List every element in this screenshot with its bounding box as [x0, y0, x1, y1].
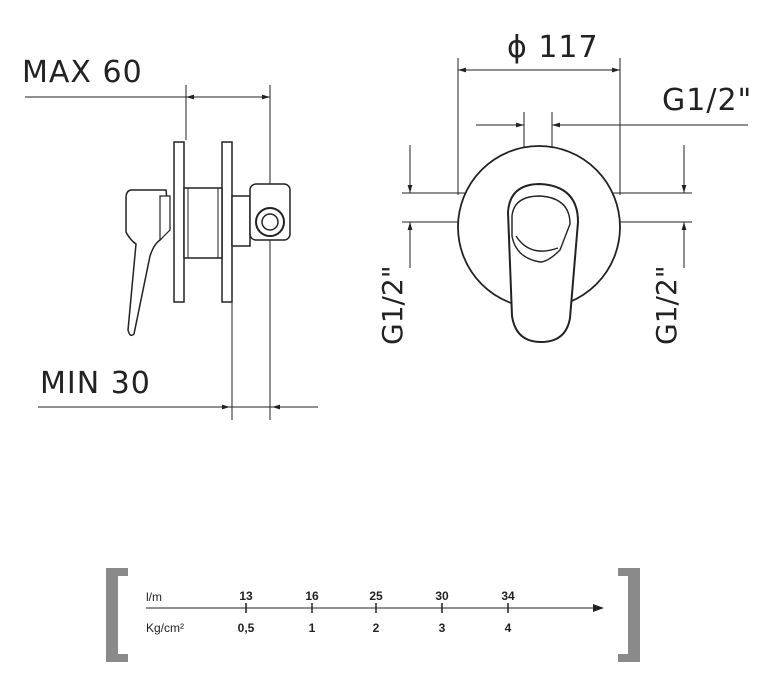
- scale-axis-arrow: [593, 604, 604, 612]
- flow-value: 30: [435, 589, 449, 603]
- flow-pressure-scale: l/m Kg/cm² 13 0,5 16 1 25 2 30 3 34 4: [106, 568, 640, 662]
- max-dimension-label: MAX 60: [22, 55, 143, 90]
- flow-unit-label: l/m: [146, 590, 162, 604]
- left-bracket: [106, 568, 128, 662]
- valve-body: [183, 187, 223, 259]
- inlet-port-inner: [261, 213, 279, 231]
- pressure-value: 4: [505, 621, 512, 635]
- min-dimension-label: MIN 30: [40, 366, 151, 401]
- pressure-unit-label: Kg/cm²: [146, 621, 184, 635]
- rear-plate: [221, 141, 233, 303]
- diameter-label: ϕ 117: [507, 30, 599, 65]
- front-view: ϕ 117 G1/2" G1/2" G1/2": [376, 30, 752, 345]
- left-thread-label: G1/2": [376, 265, 409, 345]
- right-thread-label: G1/2": [650, 265, 683, 345]
- rear-connector: [231, 195, 251, 247]
- pressure-value: 0,5: [238, 621, 255, 635]
- right-bracket: [618, 568, 640, 662]
- flow-value: 13: [239, 589, 253, 603]
- front-plate: [173, 141, 185, 303]
- side-view: MAX 60 MIN 30: [22, 55, 318, 420]
- top-thread-label: G1/2": [662, 83, 752, 118]
- flow-value: 25: [369, 589, 383, 603]
- flow-value: 16: [305, 589, 319, 603]
- pressure-value: 1: [309, 621, 316, 635]
- flow-value: 34: [501, 589, 515, 603]
- front-handle-cap: [511, 195, 571, 263]
- lever-handle: [125, 189, 171, 337]
- pressure-value: 2: [373, 621, 380, 635]
- pressure-value: 3: [439, 621, 446, 635]
